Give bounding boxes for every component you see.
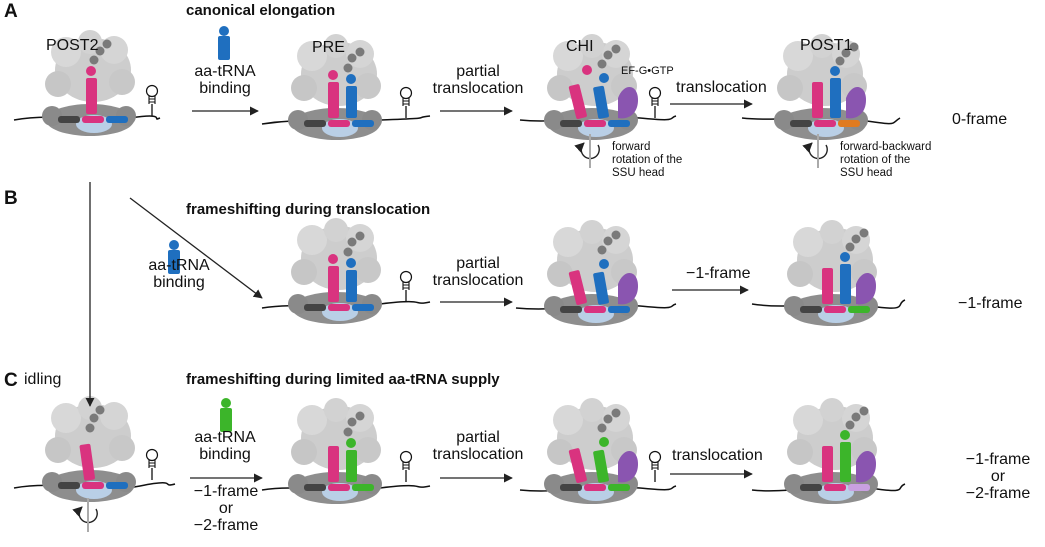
ribosome-pre-a: [288, 34, 382, 140]
trna-incoming-b: [168, 240, 180, 274]
forward-rot-line3: SSU head: [612, 167, 665, 180]
partial-text: partial: [456, 429, 500, 446]
efg-label: EF-G•GTP: [621, 65, 674, 77]
translocation-label-a: translocation: [676, 79, 767, 96]
binding-text: binding: [199, 445, 251, 463]
ribosome-post1-b: [784, 220, 878, 326]
partial-label-b: partial translocation: [420, 255, 536, 290]
state-label-post2: POST2: [46, 37, 99, 54]
idling-label: idling: [24, 371, 62, 388]
minus1-text: −1-frame: [193, 483, 259, 500]
partial-label-a: partial translocation: [420, 63, 536, 98]
hairpin-a1: [145, 84, 159, 117]
frame-options-c: −1-frame or −2-frame: [184, 483, 268, 534]
hairpin-b1: [399, 270, 413, 303]
ribosome-pre-b: [288, 218, 382, 324]
ribosome-post1-c: [784, 398, 878, 504]
fb-rot-line3: SSU head: [840, 167, 893, 180]
forward-rotation-label: forward rotation of the SSU head: [612, 141, 682, 181]
fb-rotation-label: forward-backward rotation of the SSU hea…: [840, 141, 931, 181]
hairpin-c3: [648, 450, 662, 483]
ribosome-pre-c: [288, 398, 382, 504]
ribosome-chi-b: [544, 220, 638, 326]
state-label-pre: PRE: [312, 39, 345, 56]
ribosome-idling-c: [42, 396, 136, 502]
or-text: or: [218, 499, 234, 517]
panel-label-b: B: [4, 188, 18, 209]
trna-incoming-a: [218, 26, 230, 60]
title-b: frameshifting during translocation: [186, 201, 431, 218]
outcome-a: 0-frame: [952, 111, 1008, 128]
outcome-b: −1-frame: [958, 295, 1023, 312]
arrow-post2-to-b: [129, 197, 263, 299]
partial-label-c: partial translocation: [420, 429, 536, 464]
aa-trna-label-b: aa-tRNA binding: [146, 257, 212, 292]
aa-trna-label-c: aa-tRNA binding: [192, 429, 258, 464]
state-label-post1: POST1: [800, 37, 853, 54]
translocation-label-c: translocation: [672, 447, 763, 464]
forward-rot-line1: forward: [612, 141, 651, 153]
hairpin-a3: [648, 86, 662, 119]
translocation-text: translocation: [432, 271, 524, 289]
panel-label-a: A: [4, 1, 18, 22]
partial-text: partial: [456, 255, 500, 272]
hairpin-c2: [399, 450, 413, 483]
trna-incoming-c: [220, 398, 232, 432]
forward-rot-line2: rotation of the: [612, 154, 683, 167]
outcome-c: −1-frame or −2-frame: [955, 451, 1041, 502]
hairpin-c1: [145, 448, 159, 481]
hairpin-a2: [399, 86, 413, 119]
translocation-text: translocation: [432, 445, 524, 463]
partial-text: partial: [456, 63, 500, 80]
aa-trna-label-a: aa-tRNA binding: [192, 63, 258, 98]
minus2-text: −2-frame: [193, 516, 259, 534]
state-label-chi: CHI: [566, 38, 594, 55]
binding-text: binding: [199, 79, 251, 97]
title-c: frameshifting during limited aa-tRNA sup…: [186, 371, 500, 388]
binding-text: binding: [153, 273, 205, 291]
outcome-c-line2: −2-frame: [965, 484, 1031, 502]
ribosome-post1-a: [774, 34, 868, 140]
aa-trna-text: aa-tRNA: [194, 63, 256, 80]
ribosome-chi-c: [544, 398, 638, 504]
panel-label-c: C: [4, 370, 18, 391]
ribosome-post2-a: [42, 30, 136, 136]
fb-rot-line1: forward-backward: [840, 141, 932, 153]
rotation-icon-idling: [79, 498, 97, 532]
ribosome-chi-a: [544, 34, 638, 140]
outcome-c-line1: −1-frame: [965, 451, 1031, 468]
fb-rot-line2: rotation of the: [840, 154, 911, 167]
outcome-c-or: or: [990, 467, 1006, 485]
minus1-frame-label-b: −1-frame: [686, 265, 751, 282]
title-a: canonical elongation: [186, 2, 336, 19]
translocation-text: translocation: [432, 79, 524, 97]
aa-trna-text: aa-tRNA: [194, 429, 256, 446]
aa-trna-text: aa-tRNA: [148, 257, 210, 274]
